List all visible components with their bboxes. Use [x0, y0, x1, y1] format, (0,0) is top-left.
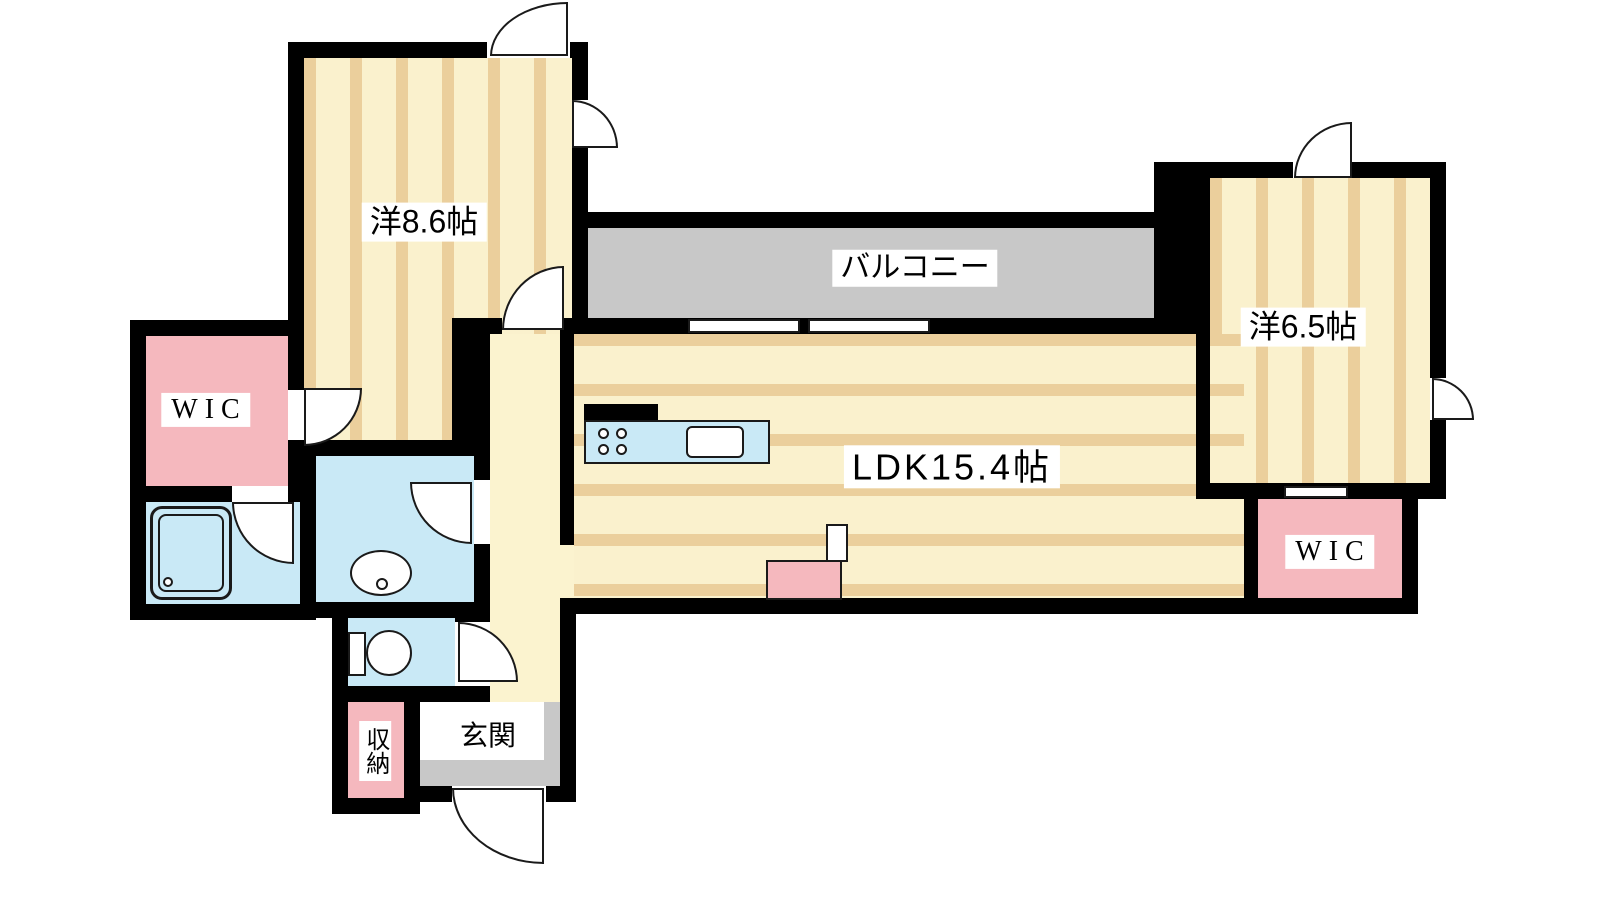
wall-segment [572, 212, 588, 334]
wall-segment [404, 786, 452, 802]
wic-right-label: WIC [1285, 534, 1375, 570]
wall-segment [452, 318, 490, 456]
stove-burner-icon [616, 428, 627, 439]
wall-segment [1402, 499, 1418, 614]
wall-segment [1244, 598, 1418, 614]
bedroom-main-label: 洋8.6帖 [361, 202, 487, 242]
wall-segment [474, 456, 490, 480]
wall-segment [332, 798, 420, 814]
stove-burner-icon [598, 428, 609, 439]
wall-segment [572, 212, 1170, 228]
wall-segment [474, 544, 490, 602]
bathtub-icon [150, 506, 232, 600]
wall-segment [130, 320, 146, 502]
entrance-label: 玄関 [451, 718, 525, 754]
door-arc [1294, 122, 1352, 178]
wall-segment [332, 602, 348, 702]
wall-segment [1430, 162, 1446, 378]
pillar-marker [826, 524, 848, 562]
kitchen-sink-icon [686, 426, 744, 458]
stove-burner-icon [616, 444, 627, 455]
wall-segment [332, 686, 348, 814]
wall-segment [455, 602, 490, 622]
wall-segment [1352, 162, 1446, 178]
wall-segment [560, 614, 576, 802]
stove-burner-icon [598, 444, 609, 455]
bedroom-second-label: 洋6.5帖 [1240, 307, 1366, 347]
wall-segment [1196, 162, 1293, 178]
wall-segment [130, 604, 316, 620]
ldk-counter [766, 560, 842, 600]
wall-segment [130, 486, 232, 502]
entrance-step-horizontal [420, 760, 544, 786]
storage-label: 収納 [359, 721, 391, 781]
wall-segment [288, 320, 304, 390]
wall-segment [572, 148, 588, 212]
wall-segment [1244, 499, 1258, 598]
entrance-door-arc [452, 788, 544, 864]
wall-segment [1154, 162, 1210, 334]
wall-segment [560, 598, 1258, 614]
wall-segment [130, 320, 302, 336]
wall-segment [288, 440, 474, 456]
door-arc [490, 2, 568, 56]
toilet-icon [348, 632, 366, 676]
wall-segment [1196, 334, 1210, 483]
wall-segment [300, 440, 316, 620]
ldk-label: LDK15.4帖 [843, 445, 1061, 489]
toilet-bowl-icon [366, 630, 412, 676]
door-arc [572, 100, 618, 148]
window [688, 319, 800, 333]
balcony-label: バルコニー [832, 249, 998, 287]
wall-segment [130, 486, 146, 620]
wall-segment [288, 42, 304, 320]
kitchen-back-wall [584, 404, 658, 420]
window [808, 319, 930, 333]
wic-left-label: WIC [161, 392, 251, 428]
washbasin-icon [350, 550, 412, 596]
door-arc [1432, 378, 1474, 420]
wall-segment [572, 42, 588, 100]
entrance-step-vertical [544, 702, 560, 786]
wall-segment [490, 318, 502, 334]
wall-segment [404, 686, 420, 802]
wall-segment [288, 42, 487, 58]
wall-segment [560, 318, 574, 545]
wall-segment [1430, 420, 1446, 499]
sliding-door [1284, 486, 1348, 498]
